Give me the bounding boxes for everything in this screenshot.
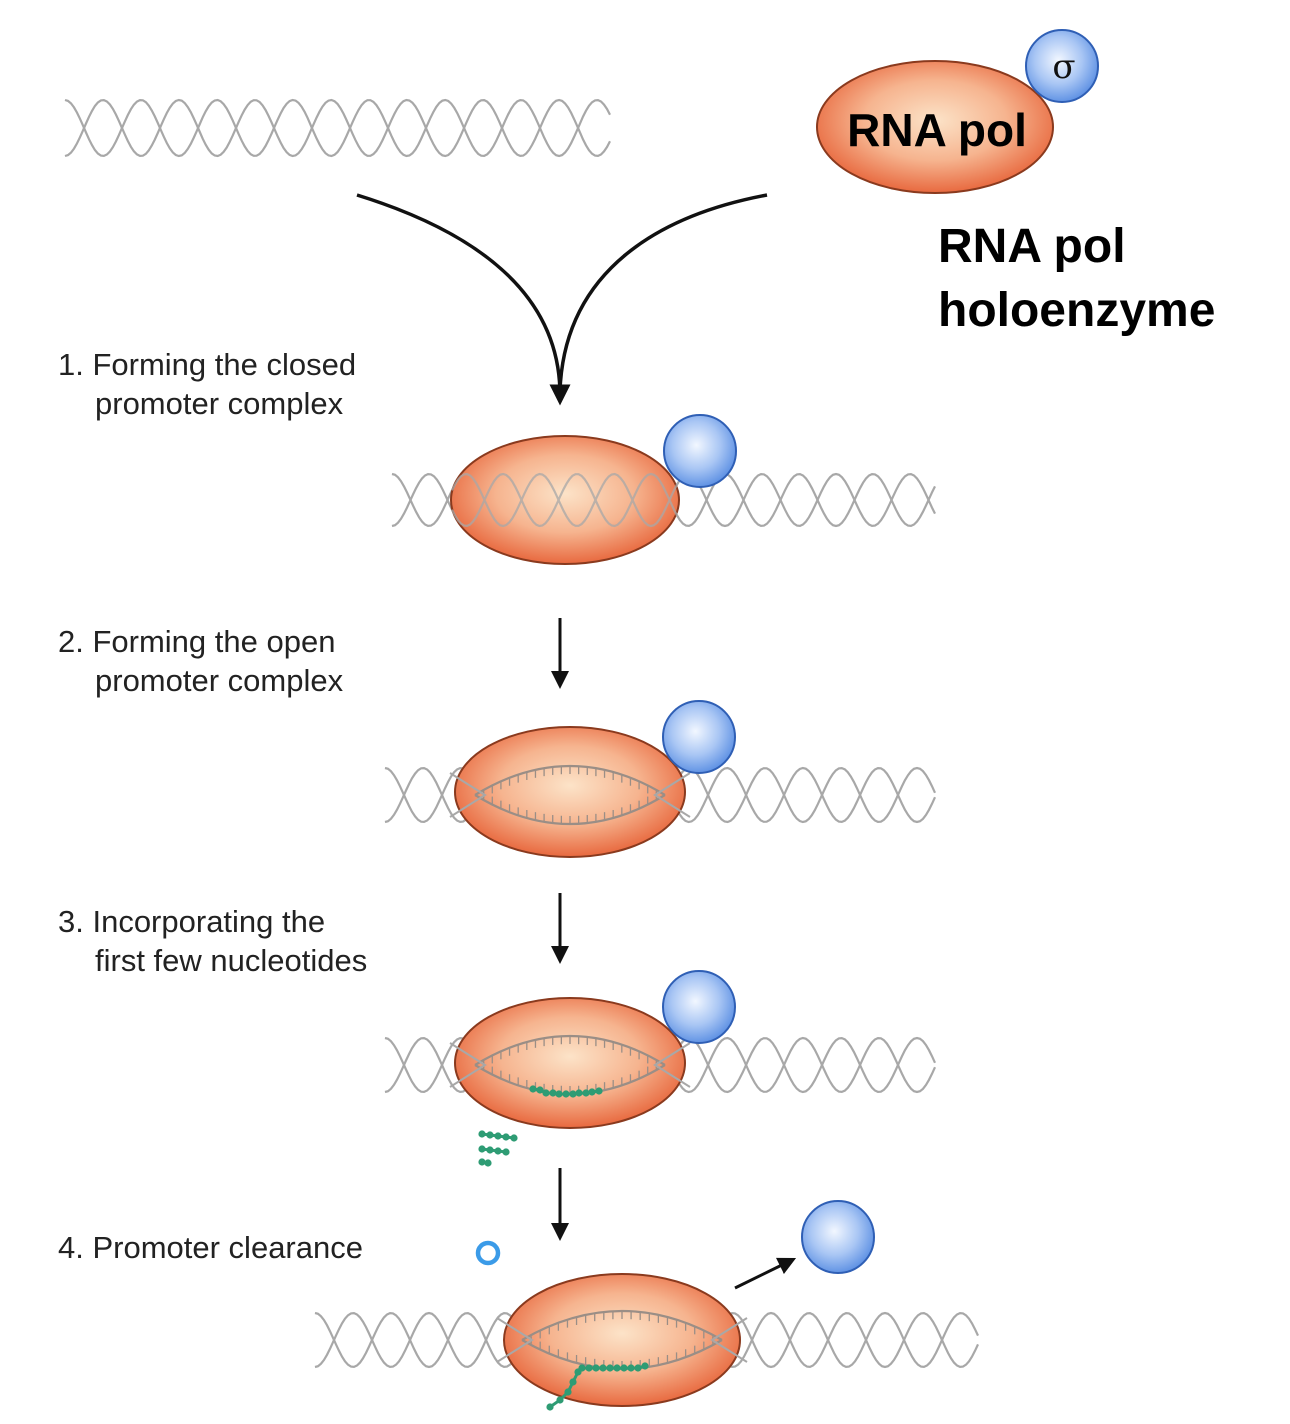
rna-nucleotide	[574, 1368, 582, 1376]
rna-nucleotide	[595, 1087, 603, 1095]
rna-nucleotide	[529, 1085, 537, 1093]
free-dna-helix	[64, 98, 611, 158]
transcription-bubble	[449, 765, 691, 825]
rna-nucleotide	[627, 1364, 635, 1372]
svg-text:promoter complex: promoter complex	[95, 663, 344, 698]
step-2-label: 2. Forming the open promoter complex	[58, 624, 344, 698]
rna-pol-body	[454, 726, 686, 858]
svg-text:2. Forming the open: 2. Forming the open	[58, 624, 335, 659]
holoenzyme-label-line1: RNA pol	[938, 220, 1126, 273]
rna-nucleotide	[494, 1147, 502, 1155]
dna-fork	[710, 1317, 748, 1363]
holoenzyme-top: RNA pol σ	[816, 29, 1099, 194]
initiating-complex	[384, 970, 937, 1167]
svg-text:promoter complex: promoter complex	[95, 386, 344, 421]
transcription-bubble	[496, 1310, 748, 1370]
left-curve-arrow	[356, 193, 571, 406]
rna-nucleotide	[502, 1148, 510, 1156]
right-curve	[558, 193, 768, 391]
free-nucleotide-ring	[475, 1240, 501, 1266]
transcription-bubble	[449, 1035, 691, 1095]
rna-nucleotide	[478, 1130, 486, 1138]
rna-nucleotide	[555, 1090, 563, 1098]
rna-nucleotide	[620, 1364, 628, 1372]
dna-strand	[64, 98, 611, 158]
rna-nucleotide	[582, 1089, 590, 1097]
rna-nucleotide	[569, 1378, 577, 1386]
svg-text:4. Promoter clearance: 4. Promoter clearance	[58, 1230, 363, 1265]
rna-nucleotide	[599, 1364, 607, 1372]
abortive-transcripts	[478, 1130, 518, 1167]
rna-nucleotide	[564, 1388, 572, 1396]
rna-nucleotide	[536, 1086, 544, 1094]
closed-complex	[391, 414, 936, 565]
rna-nucleotide	[585, 1364, 593, 1372]
sigma-factor	[662, 700, 736, 774]
rna-nucleotide	[606, 1364, 614, 1372]
rna-nucleotide	[549, 1089, 557, 1097]
dna-strand	[64, 98, 611, 158]
dna-fork	[449, 772, 487, 818]
rna-nucleotide	[592, 1364, 600, 1372]
dna-fork	[653, 772, 691, 818]
rna-nucleotide	[484, 1159, 492, 1167]
rna-nucleotide	[486, 1131, 494, 1139]
dna-fork	[496, 1317, 534, 1363]
dna-fork	[653, 1042, 691, 1088]
rna-nucleotide	[510, 1134, 518, 1142]
sigma-factor	[663, 414, 737, 488]
nascent-rna	[529, 1085, 603, 1098]
open-complex	[384, 700, 937, 858]
rna-nucleotide	[634, 1364, 642, 1372]
rna-nucleotide	[569, 1090, 577, 1098]
rna-nucleotide	[562, 1090, 570, 1098]
elongating-rna	[546, 1362, 649, 1411]
rna-backbone	[481, 1147, 507, 1154]
rna-pol-body	[816, 60, 1054, 194]
rna-nucleotide	[546, 1403, 554, 1411]
rna-nucleotide	[575, 1089, 583, 1097]
step-4-label: 4. Promoter clearance	[58, 1230, 363, 1265]
sigma-factor	[662, 970, 736, 1044]
rna-pol-body	[450, 435, 680, 565]
sigma-symbol: σ	[1052, 47, 1075, 87]
step-1-label: 1. Forming the closed promoter complex	[58, 347, 356, 421]
dna-strand	[451, 472, 679, 528]
dna-strand	[451, 472, 679, 528]
dna-helix-through-polymerase	[451, 472, 679, 528]
sigma-release-arrow	[734, 1257, 797, 1290]
rna-pol-body	[503, 1273, 741, 1407]
elongation-complex	[314, 1200, 979, 1411]
rna-nucleotide	[486, 1146, 494, 1154]
rna-nucleotide	[613, 1364, 621, 1372]
rna-pol-label: RNA pol	[847, 104, 1027, 156]
step-3-label: 3. Incorporating the first few nucleotid…	[58, 904, 367, 978]
rna-nucleotide	[478, 1158, 486, 1166]
svg-text:first few nucleotides: first few nucleotides	[95, 943, 367, 978]
rna-nucleotide	[588, 1088, 596, 1096]
holoenzyme-label-line2: holoenzyme	[938, 284, 1215, 337]
svg-text:3. Incorporating the: 3. Incorporating the	[58, 904, 325, 939]
rna-nucleotide	[502, 1133, 510, 1141]
sigma-factor	[1025, 29, 1099, 103]
rna-nucleotide	[641, 1362, 649, 1370]
rna-nucleotide	[494, 1132, 502, 1140]
svg-text:1. Forming the closed: 1. Forming the closed	[58, 347, 356, 382]
rna-nucleotide	[542, 1089, 550, 1097]
rna-pol-body	[454, 997, 686, 1129]
rna-nucleotide	[478, 1145, 486, 1153]
rna-nucleotide	[556, 1396, 564, 1404]
dna-fork	[449, 1042, 487, 1088]
released-sigma-factor	[801, 1200, 875, 1274]
converging-arrows	[356, 193, 768, 406]
